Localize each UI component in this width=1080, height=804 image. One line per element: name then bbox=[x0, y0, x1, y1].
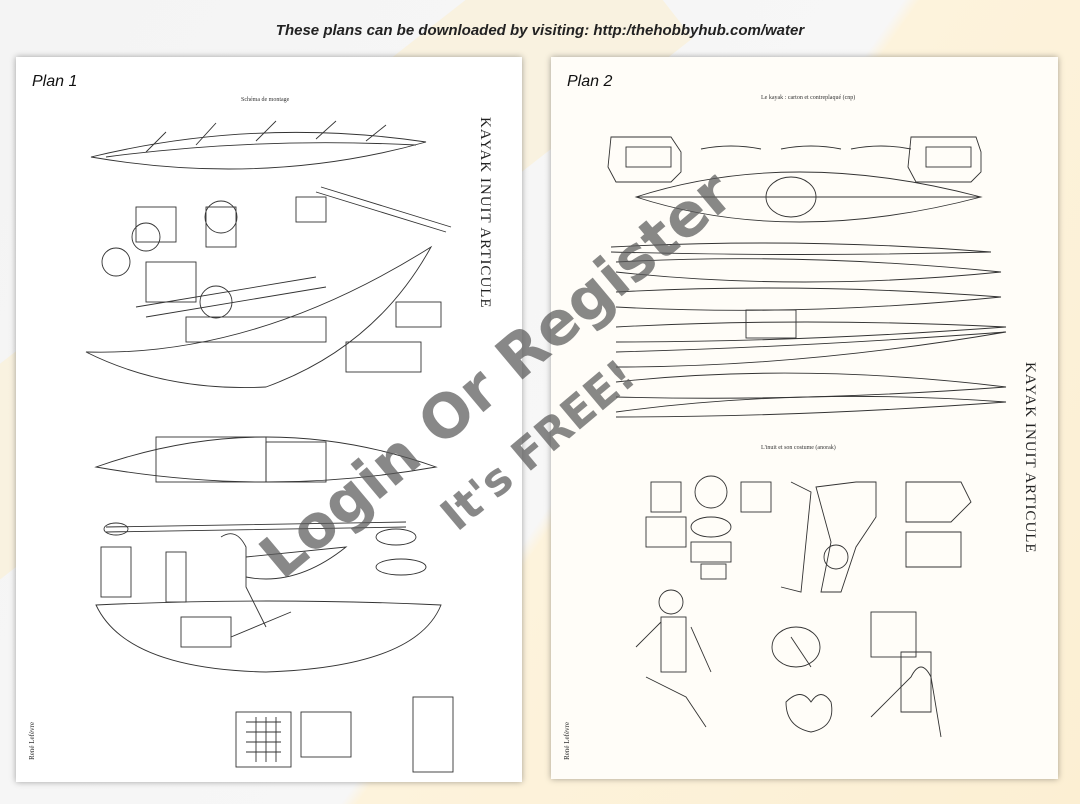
plan-2-sheet: Plan 2 Le kayak : carton et contreplaqué… bbox=[551, 57, 1058, 779]
download-notice: These plans can be downloaded by visitin… bbox=[275, 22, 805, 39]
plan-1-label: Plan 1 bbox=[32, 73, 78, 90]
plan-2-drawing bbox=[607, 136, 1007, 738]
plan-1-author: René Lefèvre bbox=[28, 722, 36, 760]
plan-2-label: Plan 2 bbox=[567, 73, 613, 90]
plan-2-author: René Lefèvre bbox=[563, 722, 571, 760]
plan-1-vertical-title: KAYAK INUIT ARTICULE bbox=[477, 117, 493, 309]
plan-2-section-title: L'inuit et son costume (anorak) bbox=[761, 445, 836, 451]
plan-2-vertical-title: KAYAK INUIT ARTICULE bbox=[1022, 362, 1038, 554]
plan-1-subtitle: Schéma de montage bbox=[241, 97, 290, 103]
plan-1-sheet: Plan 1 Schéma de montage KAYAK INUIT ART… bbox=[16, 57, 522, 782]
plan-2-subtitle: Le kayak : carton et contreplaqué (cnp) bbox=[761, 95, 856, 101]
plan-1-drawing bbox=[85, 120, 454, 773]
